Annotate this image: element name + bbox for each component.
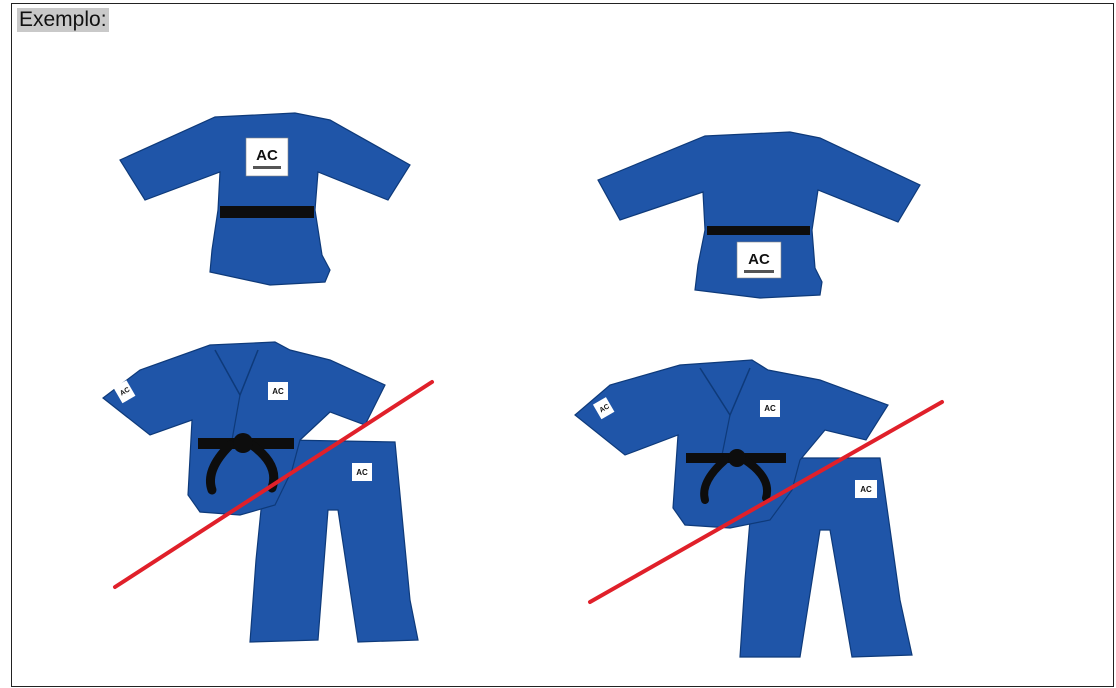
svg-text:AC: AC [356,468,368,477]
gi-jacket-front: AC [120,113,410,285]
gi-full-set-left: AC AC AC [103,342,432,642]
svg-text:AC: AC [272,387,284,396]
pants-patch: AC [352,463,372,481]
gi-jacket-back: AC [598,132,920,298]
belt [220,206,314,218]
pants-patch: AC [855,480,877,498]
back-patch: AC [246,138,288,176]
svg-text:AC: AC [748,251,770,268]
svg-text:AC: AC [764,404,776,413]
back-patch: AC [737,242,781,278]
gi-full-set-right: AC AC AC [575,360,942,657]
svg-text:AC: AC [860,485,872,494]
chest-patch: AC [760,400,780,417]
belt [707,226,810,235]
svg-text:AC: AC [256,147,278,164]
chest-patch: AC [268,382,288,400]
